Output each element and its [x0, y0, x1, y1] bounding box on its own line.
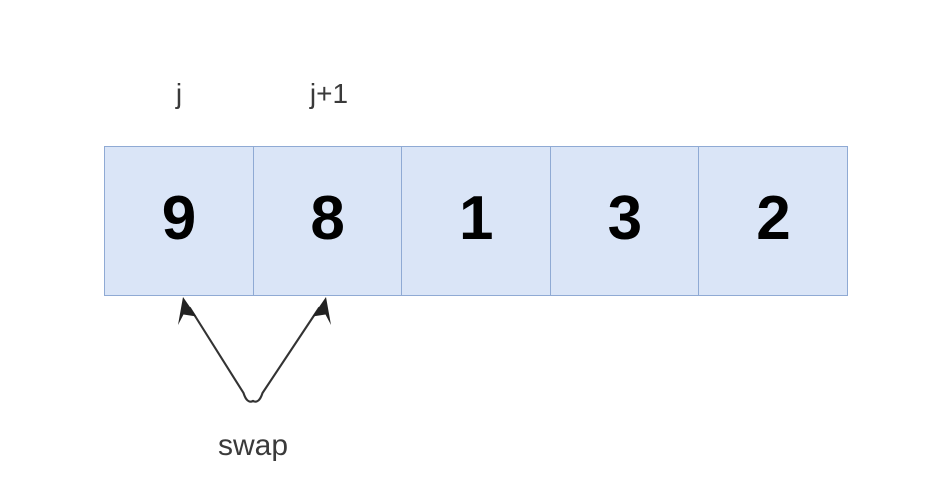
- array-cell-value: 3: [607, 184, 643, 253]
- swap-label: swap: [217, 429, 289, 462]
- array-cell-value: 1: [458, 184, 494, 253]
- array-cell-1: 8: [252, 146, 403, 296]
- array-row: 9 8 1 3 2: [104, 146, 854, 296]
- array-cell-4: 2: [698, 146, 849, 296]
- array-cell-0: 9: [104, 146, 254, 296]
- array-cell-value: 9: [161, 184, 197, 253]
- array-cell-value: 2: [756, 184, 791, 253]
- array-cell-value: 8: [310, 184, 345, 253]
- pointer-label-j: j: [175, 78, 183, 109]
- array-cell-2: 1: [401, 146, 552, 296]
- pointer-label-j-plus-1: j+1: [309, 78, 349, 109]
- array-cell-3: 3: [549, 146, 700, 296]
